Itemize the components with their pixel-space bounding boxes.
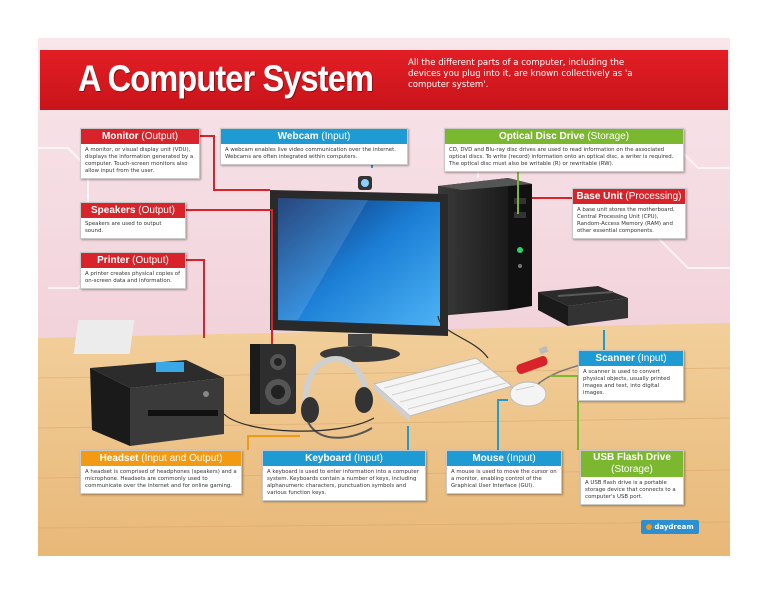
label-headset-type: (Input and Output) [141, 453, 223, 464]
label-scanner-name: Scanner [595, 353, 635, 364]
label-base-header: Base Unit (Processing) [573, 189, 685, 204]
label-monitor-type: (Output) [141, 131, 179, 142]
label-monitor-name: Monitor [101, 131, 139, 142]
label-scanner-type: (Input) [637, 353, 667, 364]
label-optical-text: CD, DVD and Blu-ray disc drives are used… [449, 147, 674, 167]
logo-text: daydream [654, 523, 694, 531]
label-speakers: Speakers (Output) Speakers are used to o… [80, 202, 186, 239]
label-scanner-text: A scanner is used to convert physical ob… [583, 369, 670, 396]
label-keyboard-name: Keyboard [305, 453, 352, 464]
title-banner: A Computer System All the different part… [40, 50, 728, 110]
label-monitor-header: Monitor (Output) [81, 129, 199, 144]
label-headset-name: Headset [99, 453, 139, 464]
label-webcam-header: Webcam (Input) [221, 129, 407, 144]
label-speakers-type: (Output) [138, 205, 175, 216]
label-printer-text: A printer creates physical copies of on-… [85, 271, 180, 284]
webcam [358, 176, 372, 190]
cables [223, 315, 489, 432]
label-optical-name: Optical Disc Drive [498, 131, 585, 142]
keyboard-device [372, 357, 514, 422]
usb-device [516, 345, 549, 375]
label-speakers-text: Speakers are used to output sound. [85, 221, 162, 234]
label-scanner-header: Scanner (Input) [579, 351, 683, 366]
label-speakers-name: Speakers [91, 205, 136, 216]
page-title: A Computer System [78, 58, 374, 99]
label-monitor: Monitor (Output) A monitor, or visual di… [80, 128, 200, 179]
poster: A Computer System All the different part… [38, 38, 730, 556]
label-headset-header: Headset (Input and Output) [81, 451, 241, 466]
label-mouse-name: Mouse [472, 453, 504, 464]
publisher-logo: daydream [641, 520, 699, 534]
label-mouse-type: (Input) [506, 453, 536, 464]
label-printer-header: Printer (Output) [81, 253, 185, 268]
label-optical-header: Optical Disc Drive (Storage) [445, 129, 683, 144]
headset-device [301, 356, 373, 439]
label-mouse-text: A mouse is used to move the cursor on a … [451, 469, 557, 489]
label-webcam-type: (Input) [321, 131, 351, 142]
label-headset: Headset (Input and Output) A headset is … [80, 450, 242, 494]
label-speakers-header: Speakers (Output) [81, 203, 185, 218]
label-webcam: Webcam (Input) A webcam enables live vid… [220, 128, 408, 165]
label-usb-flash-drive: USB Flash Drive (Storage) A USB flash dr… [580, 450, 684, 505]
label-monitor-text: A monitor, or visual display unit (VDU),… [85, 147, 194, 174]
label-optical-type: (Storage) [587, 131, 630, 142]
printer-device [73, 320, 224, 446]
label-usb-header: USB Flash Drive (Storage) [581, 451, 683, 477]
label-printer-name: Printer [97, 255, 130, 266]
label-headset-text: A headset is comprised of headphones (sp… [85, 469, 237, 489]
label-base-unit: Base Unit (Processing) A base unit store… [572, 188, 686, 239]
label-printer: Printer (Output) A printer creates physi… [80, 252, 186, 289]
label-usb-name: USB Flash Drive [593, 452, 671, 463]
label-scanner: Scanner (Input) A scanner is used to con… [578, 350, 684, 401]
label-usb-type: (Storage) [611, 464, 653, 475]
label-printer-type: (Output) [132, 255, 169, 266]
intro-text: All the different parts of a computer, i… [408, 58, 633, 90]
label-mouse-header: Mouse (Input) [447, 451, 561, 466]
label-optical-disc-drive: Optical Disc Drive (Storage) CD, DVD and… [444, 128, 684, 172]
base-unit-tower [438, 178, 532, 316]
label-webcam-text: A webcam enables live video communicatio… [225, 147, 396, 160]
logo-icon [646, 524, 653, 530]
label-base-type: (Processing) [625, 191, 682, 202]
label-keyboard-type: (Input) [354, 453, 383, 464]
label-webcam-name: Webcam [277, 131, 319, 142]
label-base-name: Base Unit [576, 191, 623, 202]
speaker-device [250, 344, 296, 414]
label-keyboard-text: A keyboard is used to enter information … [267, 469, 419, 496]
label-mouse: Mouse (Input) A mouse is used to move th… [446, 450, 562, 494]
label-keyboard-header: Keyboard (Input) [263, 451, 425, 466]
label-base-text: A base unit stores the motherboard, Cent… [577, 207, 675, 234]
scanner-device [538, 286, 628, 326]
monitor [270, 190, 448, 362]
label-usb-text: A USB flash drive is a portable storage … [585, 480, 676, 500]
label-keyboard: Keyboard (Input) A keyboard is used to e… [262, 450, 426, 501]
